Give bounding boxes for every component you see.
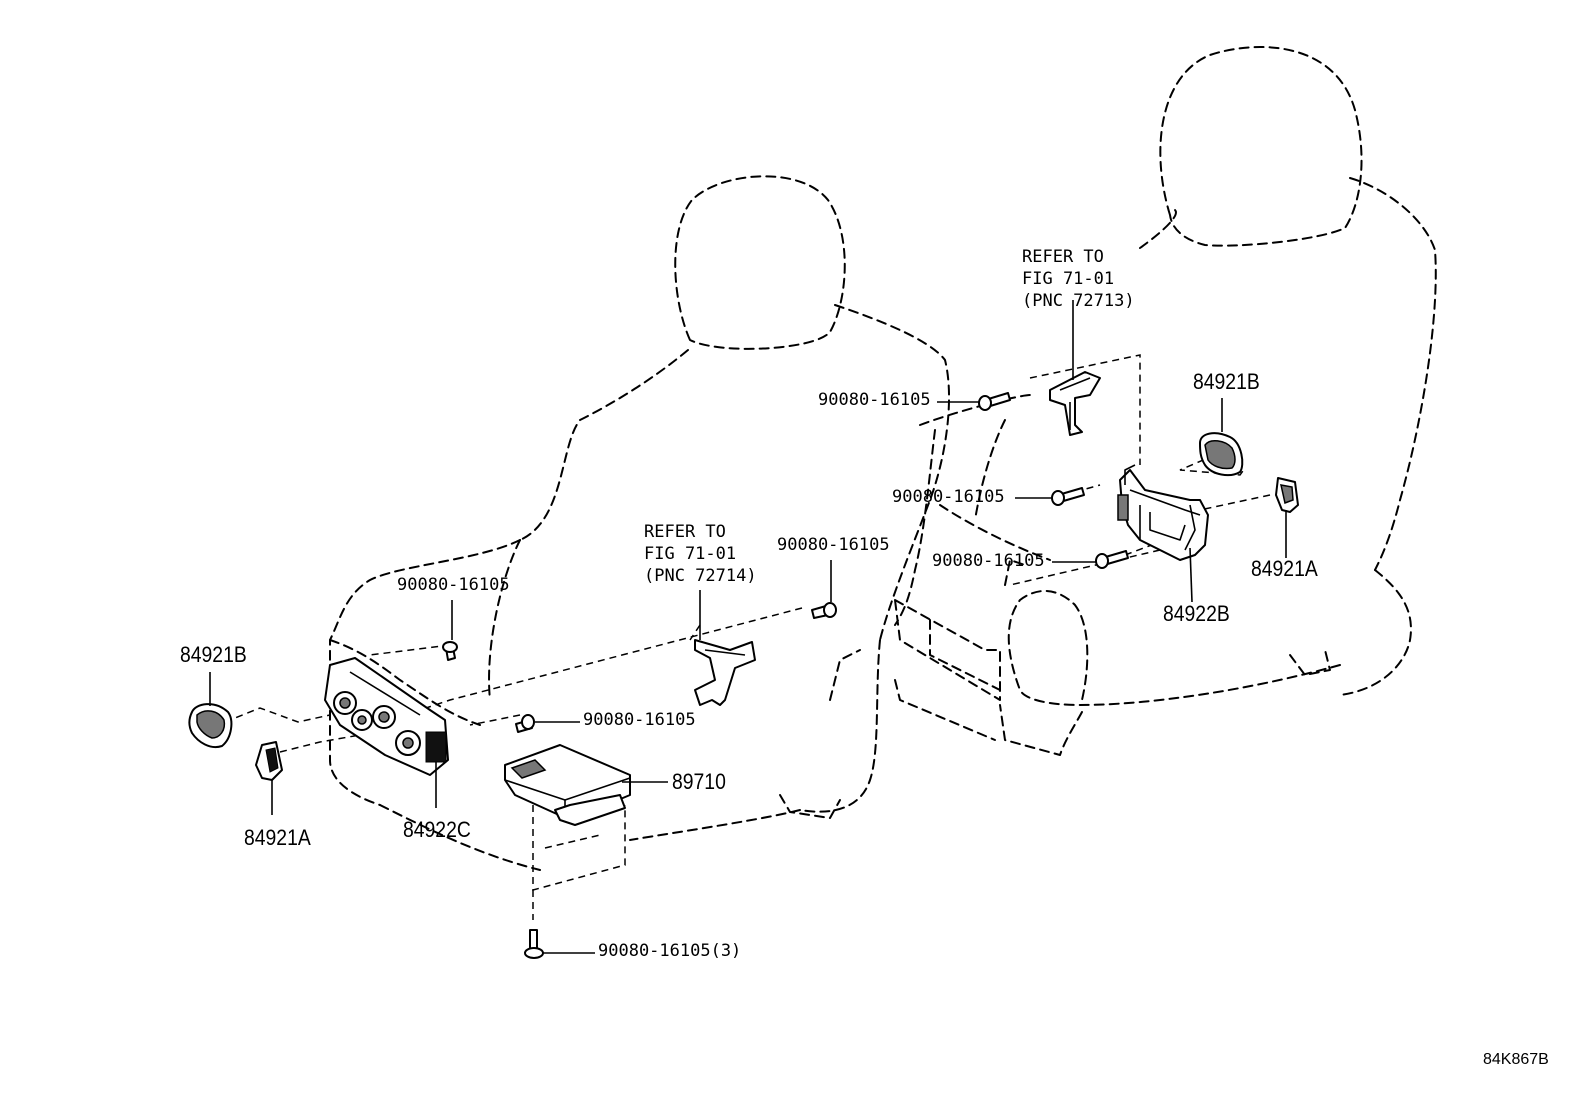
bolt-right-top: [978, 392, 1011, 411]
bolt-right-low: [1095, 550, 1129, 569]
right-seat-outline: [894, 46, 1437, 756]
left-seat-parts: [188, 602, 837, 959]
part-number-90080-16105: 90080-16105: [583, 710, 696, 730]
part-number-90080-16105: 90080-16105: [932, 551, 1045, 571]
part-number-90080-16105: 90080-16105: [397, 575, 510, 595]
left-seat-guides: [224, 607, 803, 920]
bolt-left-bottom: [524, 929, 544, 959]
right-seat-parts: [978, 371, 1299, 569]
refer-to-label-72713: REFER TO FIG 71-01 (PNC 72713): [1022, 247, 1135, 311]
part-number-84921b: 84921B: [1193, 369, 1260, 394]
refer-to-label-72714: REFER TO FIG 71-01 (PNC 72714): [644, 522, 757, 586]
part-number-84922c: 84922C: [403, 817, 471, 842]
left-leaders: [209, 560, 832, 954]
part-number-89710: 89710: [672, 769, 726, 794]
part-number-84921a: 84921A: [1251, 556, 1318, 581]
right-leaders: [937, 300, 1287, 603]
bolt-left-mid: [515, 714, 535, 733]
seat-switch-panel-84922c: [324, 657, 449, 776]
part-number-90080-16105: 90080-16105: [892, 487, 1005, 507]
ecu-89710: [504, 744, 631, 826]
bolt-left-upper-left: [442, 641, 458, 661]
part-number-84922b: 84922B: [1163, 601, 1230, 626]
left-seat-outline: [328, 175, 950, 871]
bracket-72714: [694, 639, 756, 706]
part-number-84921b: 84921B: [180, 642, 247, 667]
part-number-90080-16105: 90080-16105: [777, 535, 890, 555]
bolt-right-mid: [1051, 487, 1085, 506]
figure-id: 84K867B: [1483, 1051, 1549, 1068]
part-number-84921a: 84921A: [244, 825, 311, 850]
bolt-left-upper-right: [811, 602, 837, 619]
part-number-90080-16105-qty3: 90080-16105(3): [598, 941, 742, 961]
bracket-72713: [1049, 371, 1101, 436]
part-number-90080-16105: 90080-16105: [818, 390, 931, 410]
seat-switch-84922b: [1117, 464, 1209, 561]
